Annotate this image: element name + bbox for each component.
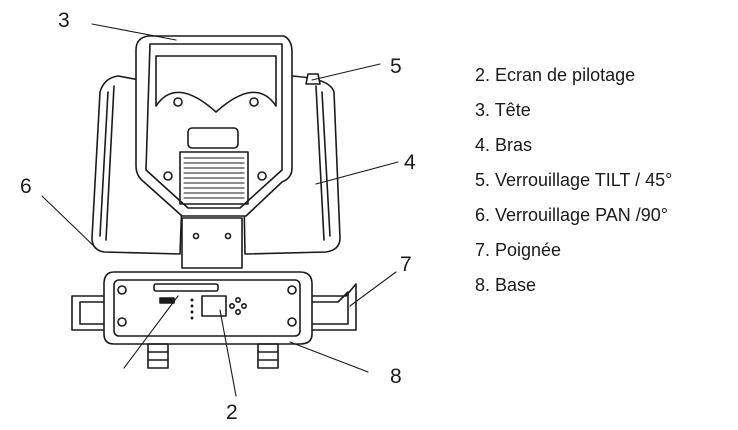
- leader-lines: [41, 23, 399, 397]
- legend-item-head: 3. Tête: [475, 100, 531, 120]
- leader-3: [91, 23, 177, 41]
- legend-item-tilt-lock: 5. Verrouillage TILT / 45°: [475, 170, 673, 190]
- legend-item-arm: 4. Bras: [475, 135, 533, 155]
- legend-item-base: 8. Base: [475, 275, 537, 295]
- handles: [71, 283, 357, 331]
- indicator-dots: [190, 298, 194, 320]
- leader-2b: [123, 295, 179, 369]
- callout-7: 7: [400, 253, 412, 276]
- leader-7: [349, 271, 397, 307]
- callout-4: 4: [404, 151, 416, 174]
- leader-8: [289, 341, 369, 373]
- head-grille: [183, 157, 245, 199]
- leader-2a: [219, 309, 237, 397]
- callout-6: 6: [20, 175, 32, 198]
- callout-3: 3: [58, 9, 70, 32]
- callout-2: 2: [226, 401, 238, 424]
- head: [135, 35, 293, 217]
- leader-6: [41, 195, 99, 251]
- parts-legend: 2. Ecran de pilotage 3. Tête 4. Bras 5. …: [475, 66, 672, 311]
- leader-4: [315, 161, 399, 185]
- legend-item-control-screen: 2. Ecran de pilotage: [475, 65, 636, 85]
- legend-item-pan-lock: 6. Verrouillage PAN /90°: [475, 205, 668, 225]
- leader-5: [311, 63, 381, 81]
- callout-8: 8: [390, 365, 402, 388]
- neck: [181, 217, 243, 269]
- legend-item-handle: 7. Poignée: [475, 240, 562, 260]
- control-screen: [201, 295, 227, 317]
- callout-5: 5: [390, 55, 402, 78]
